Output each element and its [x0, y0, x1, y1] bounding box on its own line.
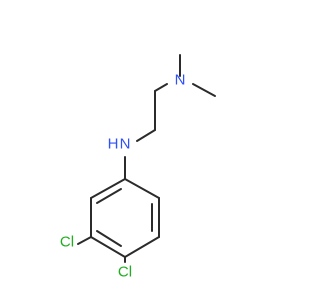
atom-nh-n: N — [120, 136, 131, 153]
molecule-structure: N N H Cl Cl — [60, 54, 216, 281]
ring-bond-c1-c2 — [90, 178, 126, 199]
ring-double-c3-c4 — [96, 230, 122, 247]
bond-nme-methyl-right — [192, 83, 216, 97]
ring-bond-c4-c5 — [124, 236, 160, 258]
ring-bond-c6-c1 — [124, 178, 160, 199]
bond-ch2-nh — [136, 129, 156, 142]
bond-c3-cl — [77, 236, 92, 245]
ring-double-c1-c2 — [96, 188, 122, 204]
ring-bond-c3-c4 — [90, 236, 126, 258]
atom-n-dimethyl: N — [175, 72, 186, 89]
atom-nh-h: H — [108, 136, 119, 153]
atom-cl-3: Cl — [60, 234, 74, 251]
bond-nme-ch2 — [154, 83, 168, 92]
atom-cl-4: Cl — [118, 264, 132, 281]
